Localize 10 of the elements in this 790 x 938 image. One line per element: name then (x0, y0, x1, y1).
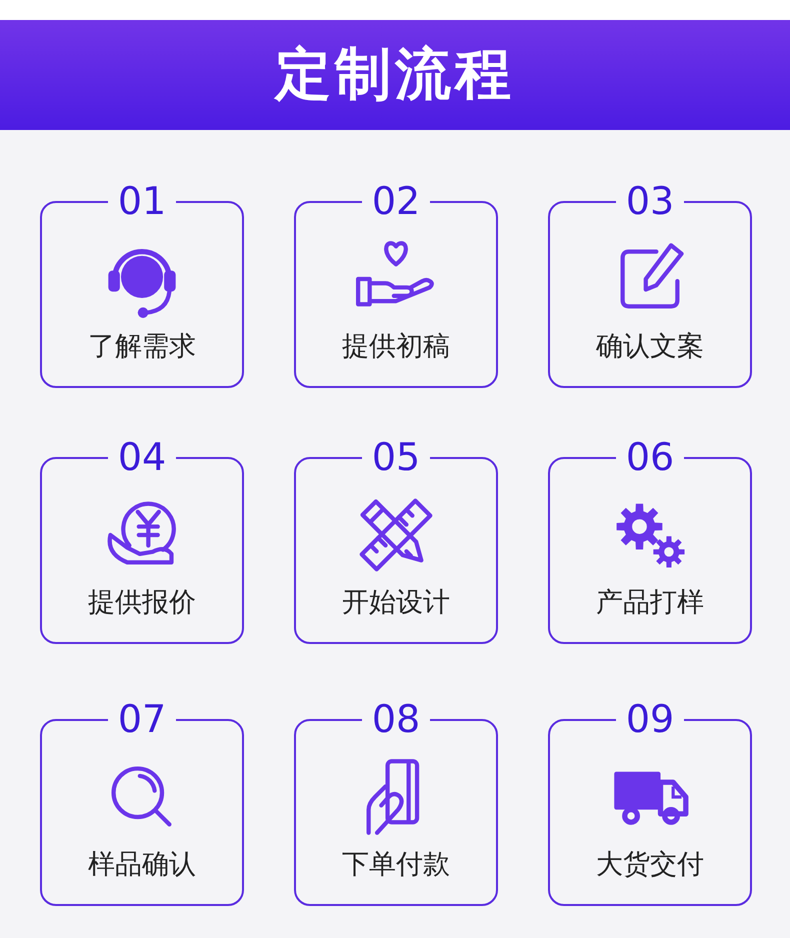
page-title: 定制流程 (275, 45, 515, 105)
step-label: 开始设计 (342, 587, 450, 619)
step-label: 了解需求 (88, 331, 196, 363)
step-label: 产品打样 (596, 587, 704, 619)
step-label: 大货交付 (596, 849, 704, 881)
step-label: 样品确认 (88, 849, 196, 881)
step-label: 确认文案 (596, 331, 704, 363)
step-label: 提供初稿 (342, 331, 450, 363)
step-label: 提供报价 (88, 587, 196, 619)
step-label: 下单付款 (342, 849, 450, 881)
